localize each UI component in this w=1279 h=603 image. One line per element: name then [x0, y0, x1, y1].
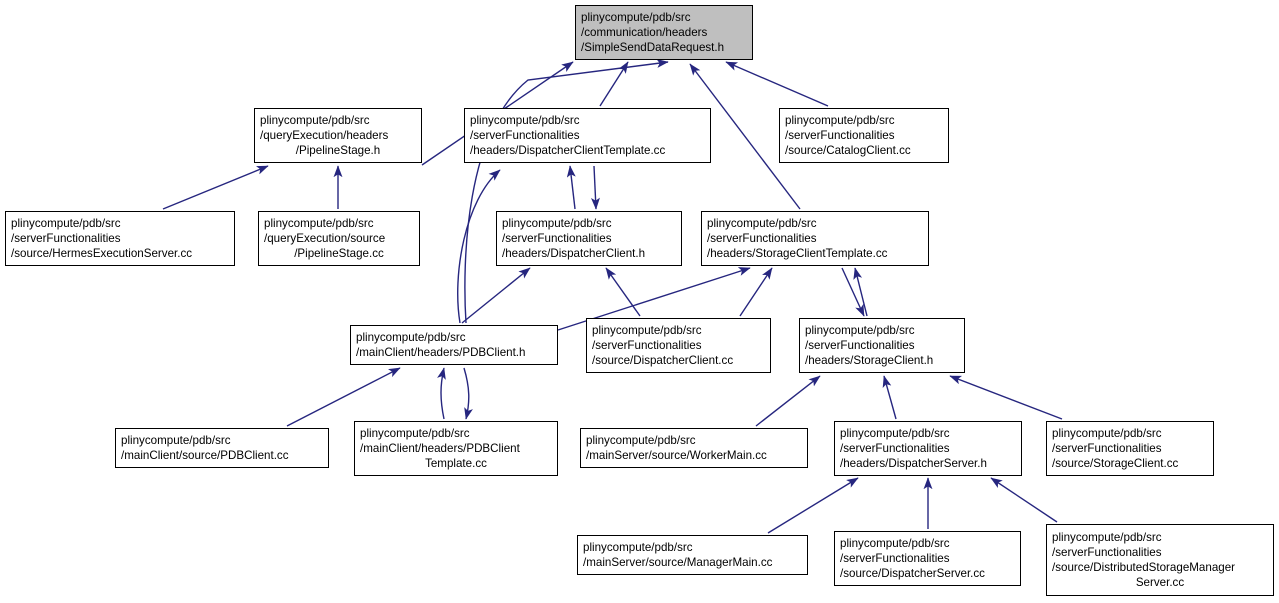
node-label-line: /serverFunctionalities: [707, 232, 817, 245]
node-label-line: /mainClient/headers/PDBClient.h: [356, 346, 526, 359]
node-catalog-client-cc[interactable]: plinycompute/pdb/src/serverFunctionaliti…: [779, 108, 949, 163]
node-label-line: /serverFunctionalities: [11, 232, 121, 245]
node-label-line: /serverFunctionalities: [805, 339, 915, 352]
node-storage-client-cc[interactable]: plinycompute/pdb/src/serverFunctionaliti…: [1046, 421, 1214, 476]
node-label-line: plinycompute/pdb/src: [581, 11, 691, 24]
edge-hermes-to-pipelinestage-h: [162, 165, 269, 210]
node-label-line: plinycompute/pdb/src: [840, 537, 950, 550]
edge-dispatcherclient-cc-to-h: [605, 267, 641, 317]
node-label-line: /mainClient/headers/PDBClient: [360, 442, 520, 455]
node-label-line: /source/CatalogClient.cc: [785, 144, 911, 157]
node-label-line: plinycompute/pdb/src: [805, 324, 915, 337]
node-label-line: plinycompute/pdb/src: [707, 217, 817, 230]
node-label-line: plinycompute/pdb/src: [11, 217, 121, 230]
node-label-line: plinycompute/pdb/src: [1052, 427, 1162, 440]
node-label-line: /source/DispatcherClient.cc: [592, 354, 734, 367]
node-label-line: /headers/StorageClientTemplate.cc: [707, 247, 888, 260]
node-dispatcher-client-template-cc[interactable]: plinycompute/pdb/src/serverFunctionaliti…: [464, 108, 711, 163]
node-label-line: /headers/DispatcherClient.h: [502, 247, 646, 260]
node-label-line: plinycompute/pdb/src: [586, 434, 696, 447]
edge-pdbclient-cc-to-h: [286, 367, 401, 427]
edge-dispatchertemplate-to-client-h: [591, 165, 600, 210]
node-label-line: plinycompute/pdb/src: [264, 217, 374, 230]
node-label-line: plinycompute/pdb/src: [360, 427, 470, 440]
node-hermes-execution-server-cc[interactable]: plinycompute/pdb/src/serverFunctionaliti…: [5, 211, 235, 266]
node-label-line: plinycompute/pdb/src: [470, 114, 580, 127]
node-label-line: /serverFunctionalities: [502, 232, 612, 245]
node-pipeline-stage-h[interactable]: plinycompute/pdb/src/queryExecution/head…: [254, 108, 422, 163]
node-label-line: /queryExecution/source: [264, 232, 386, 245]
node-label-line: /serverFunctionalities: [840, 552, 950, 565]
edge-dsms-to-dispatcherserver-h: [990, 477, 1058, 523]
node-dispatcher-server-cc[interactable]: plinycompute/pdb/src/serverFunctionaliti…: [834, 531, 1021, 586]
node-label-line: /mainClient/source/PDBClient.cc: [121, 449, 289, 462]
node-label-line: /mainServer/source/ManagerMain.cc: [583, 556, 773, 569]
node-label-line: /headers/StorageClient.h: [805, 354, 934, 367]
node-label-line: Template.cc: [425, 457, 487, 470]
edge-workermain-to-storageclient-h: [755, 375, 821, 427]
node-manager-main-cc[interactable]: plinycompute/pdb/src/mainServer/source/M…: [577, 535, 808, 575]
node-label-line: /source/HermesExecutionServer.cc: [11, 247, 193, 260]
node-label-line: /source/DistributedStorageManager: [1052, 561, 1236, 574]
node-label-line: /queryExecution/headers: [260, 129, 389, 142]
node-label-line: /serverFunctionalities: [785, 129, 895, 142]
node-dispatcher-server-h[interactable]: plinycompute/pdb/src/serverFunctionaliti…: [834, 421, 1022, 476]
edge-storageclient-h-to-template: [853, 267, 868, 317]
node-storage-client-h[interactable]: plinycompute/pdb/src/serverFunctionaliti…: [799, 318, 965, 373]
node-label-line: /communication/headers: [581, 26, 708, 39]
edge-storagetemplate-to-client-h: [841, 267, 865, 317]
node-pdb-client-cc[interactable]: plinycompute/pdb/src/mainClient/source/P…: [115, 428, 329, 468]
node-label-line: /source/DispatcherServer.cc: [840, 567, 985, 580]
node-label-line: /PipelineStage.h: [295, 144, 381, 157]
edge-dispatcherclient-h-to-template: [566, 165, 576, 210]
edge-dispatcherclient-cc-to-storagetemplate: [739, 267, 773, 317]
node-storage-client-template-cc[interactable]: plinycompute/pdb/src/serverFunctionaliti…: [701, 211, 929, 266]
node-simple-send-data-request-h[interactable]: plinycompute/pdb/src/communication/heade…: [575, 5, 753, 60]
edge-pdbclienttemplate-to-pdbclient-h: [437, 367, 446, 420]
node-label-line: plinycompute/pdb/src: [1052, 531, 1162, 544]
edge-dispatcherclienttemplate-to-root: [599, 61, 629, 107]
node-label-line: /serverFunctionalities: [1052, 546, 1162, 559]
edge-storageclient-cc-to-h: [949, 375, 1063, 420]
node-label-line: /headers/DispatcherClientTemplate.cc: [470, 144, 666, 157]
node-label-line: plinycompute/pdb/src: [121, 434, 231, 447]
node-label-line: plinycompute/pdb/src: [592, 324, 702, 337]
node-pdb-client-h[interactable]: plinycompute/pdb/src/mainClient/headers/…: [350, 325, 558, 365]
edge-managermain-to-dispatcherserver-h: [767, 477, 859, 534]
edge-catalogclient-to-root: [725, 61, 829, 107]
node-label-line: /PipelineStage.cc: [294, 247, 384, 260]
node-dispatcher-client-cc[interactable]: plinycompute/pdb/src/serverFunctionaliti…: [586, 318, 771, 373]
node-label-line: /serverFunctionalities: [592, 339, 702, 352]
node-label-line: /serverFunctionalities: [470, 129, 580, 142]
edge-pdbclient-h-to-template: [463, 367, 473, 420]
node-label-line: Server.cc: [1135, 576, 1185, 589]
node-pdb-client-template-cc[interactable]: plinycompute/pdb/src/mainClient/headers/…: [354, 421, 558, 476]
node-label-line: plinycompute/pdb/src: [260, 114, 370, 127]
edge-pdbclient-h-to-dispatchertemplate: [457, 169, 501, 324]
node-label-line: /source/StorageClient.cc: [1052, 457, 1179, 470]
node-worker-main-cc[interactable]: plinycompute/pdb/src/mainServer/source/W…: [580, 428, 808, 468]
edge-dispatcherserver-h-to-storageclient-h: [882, 375, 897, 420]
node-label-line: /SimpleSendDataRequest.h: [581, 41, 725, 54]
node-label-line: plinycompute/pdb/src: [356, 331, 466, 344]
node-distributed-storage-manager-server-cc[interactable]: plinycompute/pdb/src/serverFunctionaliti…: [1046, 524, 1274, 596]
node-label-line: /serverFunctionalities: [1052, 442, 1162, 455]
node-dispatcher-client-h[interactable]: plinycompute/pdb/src/serverFunctionaliti…: [496, 211, 682, 266]
edge-pdbclient-h-to-dispatcherclient-h: [461, 267, 531, 324]
node-pipeline-stage-cc[interactable]: plinycompute/pdb/src/queryExecution/sour…: [258, 211, 420, 266]
node-label-line: plinycompute/pdb/src: [840, 427, 950, 440]
node-label-line: /mainServer/source/WorkerMain.cc: [586, 449, 767, 462]
node-label-line: plinycompute/pdb/src: [785, 114, 895, 127]
node-label-line: plinycompute/pdb/src: [583, 541, 693, 554]
node-label-line: /headers/DispatcherServer.h: [840, 457, 987, 470]
edge-pdbclient-h-to-root: [464, 58, 669, 324]
node-label-line: plinycompute/pdb/src: [502, 217, 612, 230]
node-label-line: /serverFunctionalities: [840, 442, 950, 455]
